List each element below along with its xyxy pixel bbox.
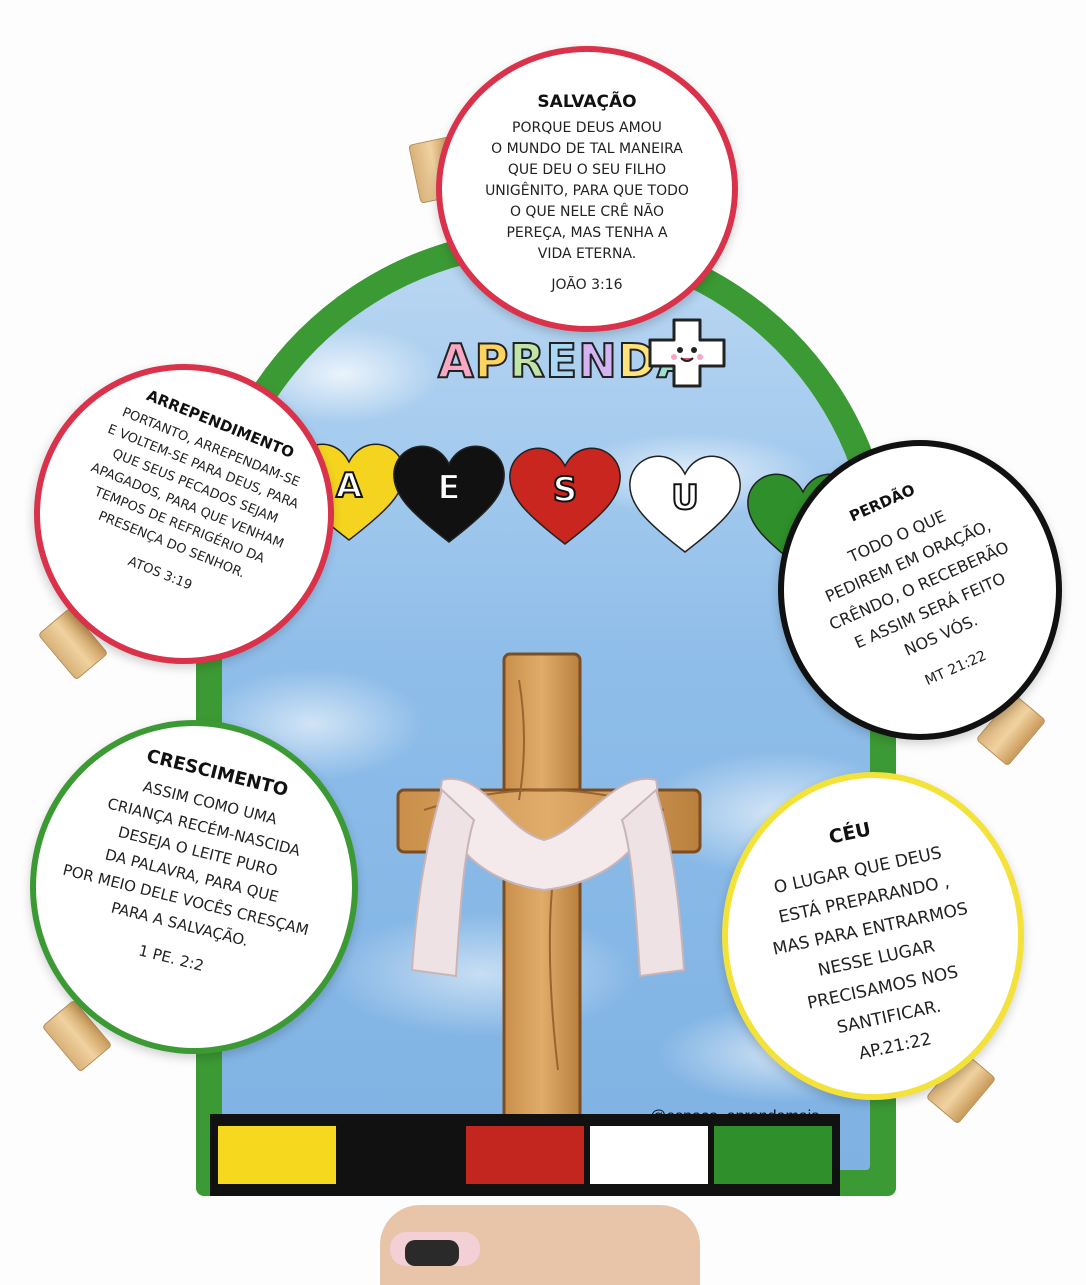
- heart-letter: S: [552, 469, 579, 511]
- logo-letter: E: [545, 333, 579, 389]
- heart-letter: A: [335, 465, 363, 507]
- logo-letter: N: [577, 333, 618, 389]
- card-line: VIDA ETERNA.: [537, 246, 637, 262]
- swatch-white: [590, 1126, 708, 1184]
- swatch-black: [342, 1126, 460, 1184]
- heart-letter-s: S: [506, 444, 624, 550]
- logo-letter: P: [474, 333, 510, 389]
- heart-letter: U: [670, 477, 700, 519]
- card-salvacao: SALVAÇÃO PORQUE DEUS AMOU O MUNDO DE TAL…: [436, 46, 738, 332]
- card-line: PEREÇA, MAS TENHA A: [506, 225, 668, 241]
- swatch-green: [714, 1126, 832, 1184]
- card-title: SALVAÇÃO: [537, 92, 637, 112]
- logo-letter: A: [437, 333, 475, 389]
- heart-letter: E: [436, 467, 461, 509]
- swatch-red: [466, 1126, 584, 1184]
- swatch-yellow: [218, 1126, 336, 1184]
- card-ceu: CÉU O LUGAR QUE DEUS ESTÁ PREPARANDO , M…: [722, 772, 1024, 1100]
- card-line: UNIGÊNITO, PARA QUE TODO: [485, 183, 689, 199]
- card-crescimento: CRESCIMENTO ASSIM COMO UMA CRIANÇA RECÉM…: [30, 720, 358, 1054]
- card-line: PORQUE DEUS AMOU: [512, 120, 662, 136]
- heart-letter-u: U: [626, 452, 744, 558]
- heart-letter-e: E: [390, 442, 508, 548]
- card-reference: JOÃO 3:16: [551, 277, 623, 293]
- card-perdao: PERDÃO TODO O QUE PEDIREM EM ORAÇÃO, CRÊ…: [778, 440, 1062, 740]
- color-strip: [210, 1114, 840, 1196]
- watch-face: [405, 1240, 459, 1266]
- wooden-cross-illustration: [396, 652, 702, 1130]
- card-line: QUE DEU O SEU FILHO: [507, 162, 667, 178]
- card-line: O QUE NELE CRÊ NÃO: [509, 204, 665, 220]
- logo-letter: R: [508, 333, 546, 389]
- card-line: O MUNDO DE TAL MANEIRA: [491, 141, 683, 157]
- smiling-cross-icon: [648, 318, 726, 388]
